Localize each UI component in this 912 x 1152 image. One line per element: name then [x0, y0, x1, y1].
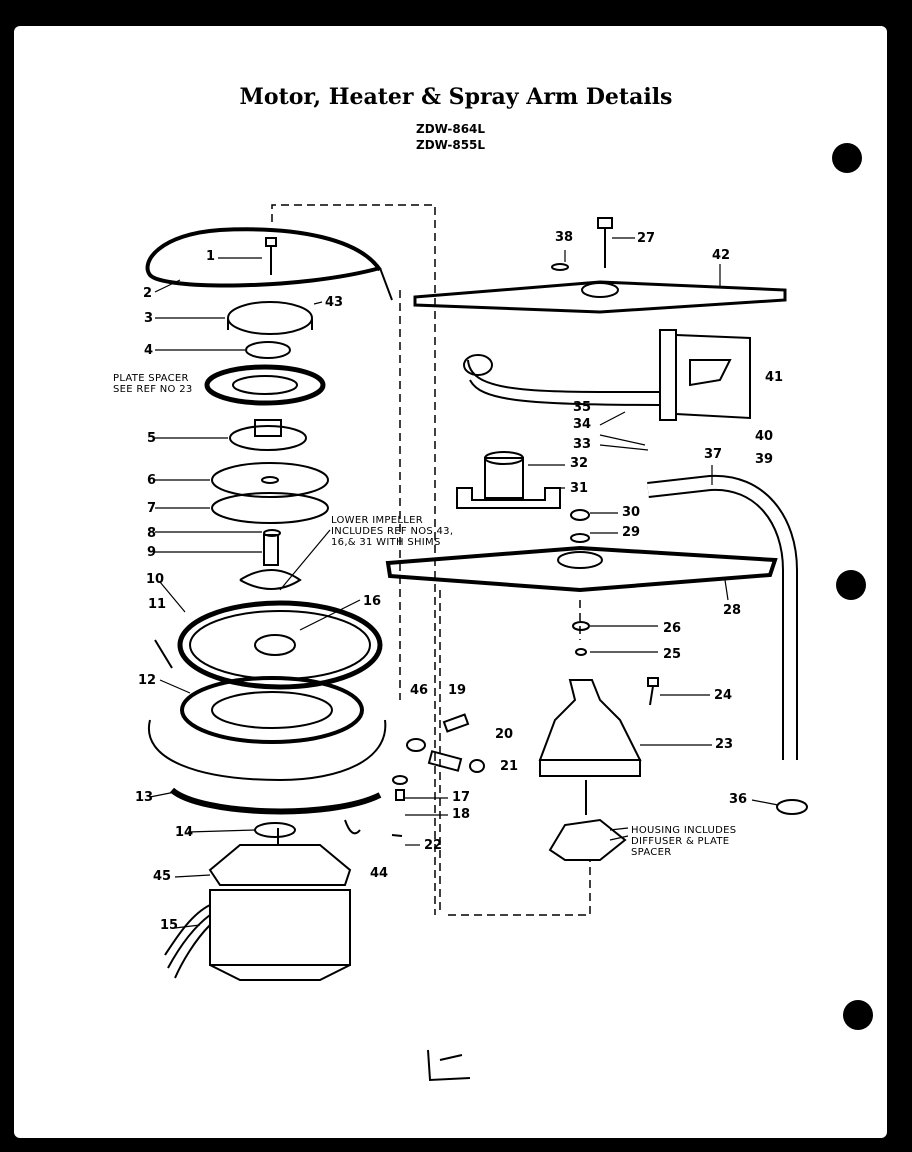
part-label: 29 [622, 525, 641, 540]
part-label: 7 [147, 501, 157, 516]
part-label: 38 [555, 230, 574, 245]
part-label: 34 [573, 417, 592, 432]
part-label: 36 [729, 792, 748, 807]
part-label: 40 [755, 429, 774, 444]
model-number: ZDW-864L [416, 122, 486, 136]
part-label: 35 [573, 400, 592, 415]
plate-spacer-note: PLATE SPACER SEE REF NO 23 [113, 373, 193, 395]
part-label: 5 [147, 431, 157, 446]
part-label: 41 [765, 370, 784, 385]
part-label: 6 [147, 473, 157, 488]
part-label: 14 [175, 825, 194, 840]
part-label: 19 [448, 683, 467, 698]
part-label: 39 [755, 452, 774, 467]
part-label: 12 [138, 673, 157, 688]
part-label: 16 [363, 594, 382, 609]
part-label: 10 [146, 572, 165, 587]
part-label: 26 [663, 621, 682, 636]
part-label: 1 [206, 249, 216, 264]
model-number: ZDW-855L [416, 138, 486, 152]
part-label: 23 [715, 737, 734, 752]
part-label: 18 [452, 807, 471, 822]
part-label: 17 [452, 790, 471, 805]
part-label: 42 [712, 248, 731, 263]
part-label: 13 [135, 790, 154, 805]
part-label: 45 [153, 869, 172, 884]
part-label: 2 [143, 286, 153, 301]
part-label: 46 [410, 683, 429, 698]
part-label: 3 [144, 311, 154, 326]
lower-impeller-note: LOWER IMPELLER INCLUDES REF NOS 43, 16,&… [331, 515, 454, 548]
part-label: 11 [148, 597, 167, 612]
part-label: 37 [704, 447, 723, 462]
part-label: 20 [495, 727, 514, 742]
diagram-title: Motor, Heater & Spray Arm Details [239, 84, 673, 110]
binder-hole-top [832, 143, 862, 173]
part-label: 28 [723, 603, 742, 618]
binder-hole-middle [836, 570, 866, 600]
part-label: 30 [622, 505, 641, 520]
binder-hole-bottom [843, 1000, 873, 1030]
part-label: 32 [570, 456, 589, 471]
housing-note: HOUSING INCLUDES DIFFUSER & PLATE SPACER [631, 825, 737, 858]
part-label: 33 [573, 437, 592, 452]
part-label: 43 [325, 295, 344, 310]
part-label: 27 [637, 231, 656, 246]
part-label: 24 [714, 688, 733, 703]
part-label: 22 [424, 838, 443, 853]
part-label: 44 [370, 866, 389, 881]
part-label: 8 [147, 526, 157, 541]
part-label: 4 [144, 343, 154, 358]
part-label: 9 [147, 545, 157, 560]
part-label: 21 [500, 759, 519, 774]
part-label: 15 [160, 918, 179, 933]
part-label: 31 [570, 481, 589, 496]
part-label: 25 [663, 647, 682, 662]
